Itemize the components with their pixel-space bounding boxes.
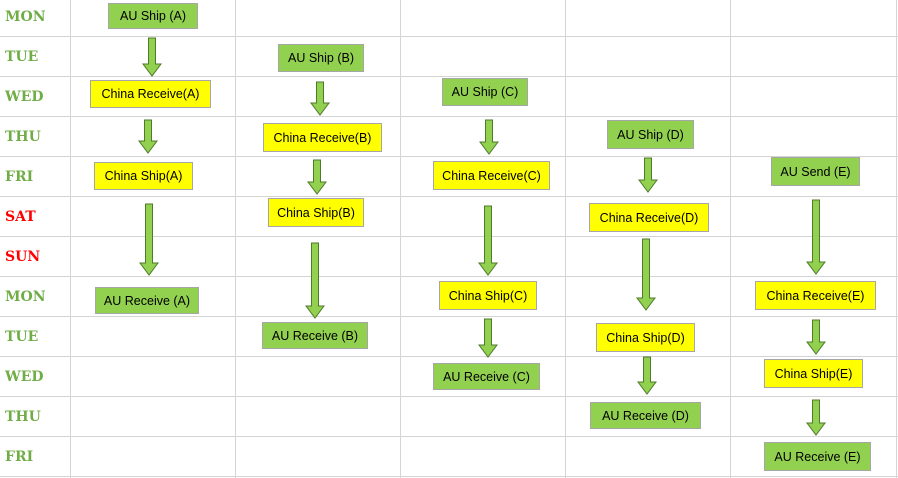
down-arrow-icon	[806, 319, 826, 355]
down-arrow-icon	[479, 119, 499, 155]
grid-row-line	[0, 316, 898, 317]
au-ship-box: AU Ship (D)	[607, 120, 694, 149]
grid-row-line	[0, 236, 898, 237]
day-label: SAT	[5, 209, 36, 225]
grid-column-line	[730, 0, 731, 478]
au-receive-box: AU Receive (B)	[262, 322, 368, 349]
china-ship-box: China Ship(E)	[764, 359, 863, 388]
day-label: MON	[5, 289, 46, 305]
down-arrow-icon	[806, 199, 826, 275]
china-receive-box: China Receive(C)	[433, 161, 550, 190]
down-arrow-shape	[310, 81, 330, 116]
down-arrow-icon	[138, 119, 158, 154]
china-ship-box: China Ship(C)	[439, 281, 537, 310]
down-arrow-shape	[636, 238, 656, 311]
day-label: WED	[5, 89, 44, 105]
down-arrow-shape	[806, 399, 826, 436]
au-send-box: AU Send (E)	[771, 157, 860, 186]
down-arrow-icon	[142, 37, 162, 77]
grid-row-line	[0, 156, 898, 157]
down-arrow-shape	[806, 319, 826, 355]
down-arrow-icon	[478, 205, 498, 276]
au-ship-box: AU Ship (C)	[442, 78, 528, 106]
grid-column-line	[565, 0, 566, 478]
down-arrow-icon	[305, 242, 325, 319]
grid-row-line	[0, 396, 898, 397]
day-label: THU	[5, 129, 41, 145]
day-label: MON	[5, 9, 46, 25]
down-arrow-icon	[307, 159, 327, 195]
au-ship-box: AU Ship (B)	[278, 44, 364, 72]
grid-row-line	[0, 476, 898, 477]
au-ship-box: AU Ship (A)	[108, 3, 198, 29]
down-arrow-shape	[479, 119, 499, 155]
au-receive-box: AU Receive (C)	[433, 363, 540, 390]
grid-row-line	[0, 436, 898, 437]
down-arrow-shape	[142, 37, 162, 77]
down-arrow-shape	[139, 203, 159, 276]
china-ship-box: China Ship(B)	[268, 198, 364, 227]
down-arrow-shape	[478, 205, 498, 276]
grid-row-line	[0, 116, 898, 117]
grid-row-line	[0, 36, 898, 37]
grid-column-line	[70, 0, 71, 478]
grid-column-line	[896, 0, 897, 478]
grid-column-line	[235, 0, 236, 478]
au-receive-box: AU Receive (D)	[590, 402, 701, 429]
grid-row-line	[0, 356, 898, 357]
grid-column-line	[400, 0, 401, 478]
china-receive-box: China Receive(A)	[90, 80, 211, 108]
grid-row-line	[0, 276, 898, 277]
day-label: FRI	[5, 449, 34, 465]
down-arrow-icon	[478, 318, 498, 358]
down-arrow-shape	[478, 318, 498, 358]
down-arrow-icon	[637, 356, 657, 395]
day-label: FRI	[5, 169, 34, 185]
day-label: TUE	[5, 49, 39, 65]
down-arrow-shape	[305, 242, 325, 319]
down-arrow-shape	[806, 199, 826, 275]
au-receive-box: AU Receive (E)	[764, 442, 871, 471]
down-arrow-icon	[310, 81, 330, 116]
down-arrow-icon	[636, 238, 656, 311]
china-ship-box: China Ship(D)	[596, 323, 695, 352]
down-arrow-icon	[806, 399, 826, 436]
day-label: TUE	[5, 329, 39, 345]
day-label: THU	[5, 409, 41, 425]
grid-row-line	[0, 196, 898, 197]
grid-row-line	[0, 76, 898, 77]
china-receive-box: China Receive(D)	[589, 203, 709, 232]
china-receive-box: China Receive(B)	[263, 123, 382, 152]
day-label: SUN	[5, 249, 41, 265]
day-label: WED	[5, 369, 44, 385]
down-arrow-icon	[139, 203, 159, 276]
china-receive-box: China Receive(E)	[755, 281, 876, 310]
down-arrow-shape	[637, 356, 657, 395]
down-arrow-shape	[138, 119, 158, 154]
china-ship-box: China Ship(A)	[94, 162, 193, 190]
au-receive-box: AU Receive (A)	[95, 287, 199, 314]
down-arrow-shape	[638, 157, 658, 193]
down-arrow-icon	[638, 157, 658, 193]
down-arrow-shape	[307, 159, 327, 195]
